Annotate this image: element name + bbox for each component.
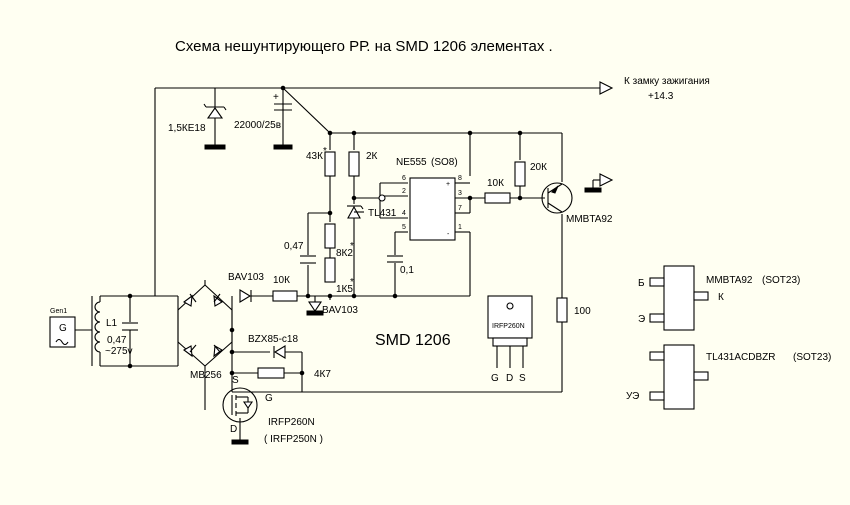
r43k-star: *	[323, 146, 327, 157]
voltage-label: +14.3	[648, 91, 674, 102]
gen-label: Gen1	[50, 308, 67, 315]
pkg-pin-s: S	[519, 373, 526, 384]
mosfet-irfp260n	[222, 387, 262, 445]
capacitor-047	[300, 255, 316, 264]
r1k5-star: *	[350, 277, 354, 288]
resistor-20k	[514, 161, 526, 187]
bzx-label: BZX85-c18	[248, 334, 298, 345]
sot-mmbta-label: MMBTA92	[706, 275, 753, 286]
resistor-10k-mid	[272, 290, 298, 302]
sot23-tl431	[649, 344, 709, 410]
capacitor-22000uf	[273, 103, 293, 150]
l1-label: L1	[106, 318, 118, 329]
fet-d: D	[230, 424, 237, 435]
tl431-label: TL431	[368, 208, 397, 219]
ne555-plus: +	[446, 181, 450, 188]
ne555-minus: -	[447, 231, 450, 238]
irfp-pkg-label: IRFP260N	[492, 323, 525, 330]
diode-bav103-b	[306, 301, 324, 316]
ne555-pin4: 4	[402, 210, 406, 217]
resistor-4k7	[257, 367, 285, 379]
gen-symbol: G	[59, 323, 67, 334]
resistor-8k2	[324, 223, 336, 249]
r10k-top-label: 10К	[487, 178, 504, 189]
cap-plus: +	[273, 92, 279, 103]
r4k7-label: 4К7	[314, 369, 331, 380]
r43k-label: 43К	[306, 151, 323, 162]
wires	[100, 87, 600, 440]
diode-bav103-a	[239, 289, 252, 303]
sot-pkg1-label: (SOT23)	[762, 275, 800, 286]
output-flag-icon	[584, 173, 614, 193]
resistor-1k5	[324, 257, 336, 283]
smd-label: SMD 1206	[375, 332, 451, 349]
ground-icon	[204, 144, 226, 150]
r10k-mid-label: 10К	[273, 275, 290, 286]
r2k-label: 2К	[366, 151, 378, 162]
irfp260n-package	[487, 295, 533, 368]
irfp250-label: ( IRFP250N )	[264, 434, 323, 445]
ne555-pin1: 1	[458, 224, 462, 231]
c047-label: 0,47	[284, 241, 304, 252]
sot-ue: УЭ	[626, 391, 639, 402]
ne555-pin2: 2	[402, 188, 406, 195]
zener-label: 1,5КЕ18	[168, 123, 206, 134]
r8k2-star: *	[350, 241, 354, 252]
fet-s: S	[232, 375, 239, 386]
ignition-label: К замку зажигания	[624, 76, 710, 87]
sot-k: К	[718, 292, 724, 303]
ignition-arrow-icon	[599, 81, 614, 95]
sot-b: Б	[638, 278, 645, 289]
capacitor-x2	[122, 322, 138, 331]
zener-bzx85	[273, 345, 286, 359]
pkg-pin-d: D	[506, 373, 513, 384]
irfp260-label: IRFP260N	[268, 417, 315, 428]
r1k5-label: 1К5	[336, 284, 353, 295]
resistor-100	[556, 297, 568, 323]
ne555-pin7: 7	[458, 205, 462, 212]
bav103b-label: BAV103	[322, 305, 358, 316]
r20k-label: 20К	[530, 162, 547, 173]
r8k2-label: 8К2	[336, 248, 353, 259]
cgen-rating: ~275v	[105, 346, 133, 357]
capacitor-label: 22000/25в	[234, 120, 281, 131]
pkg-pin-g: G	[491, 373, 499, 384]
sot-pkg2-label: (SOT23)	[793, 352, 831, 363]
ne555-label: NE555	[396, 157, 427, 168]
ne555-pin3: 3	[458, 190, 462, 197]
inductor-l1	[94, 296, 101, 366]
ne555-chip	[378, 177, 456, 241]
r100-label: 100	[574, 306, 591, 317]
bav103a-label: BAV103	[228, 272, 264, 283]
tl431-symbol	[347, 205, 364, 219]
mb256-label: MB256	[190, 370, 222, 381]
resistor-43k	[324, 151, 336, 177]
c01-label: 0,1	[400, 265, 414, 276]
cgen-value: 0,47	[107, 335, 127, 346]
resistor-2k	[348, 151, 360, 177]
bridge-mb256	[177, 280, 233, 367]
zener-1-5ke18	[203, 103, 227, 150]
mmbta92-label: MMBTA92	[566, 214, 613, 225]
junction-dots	[127, 85, 523, 376]
resistor-10k-base	[484, 192, 511, 204]
sot-e: Э	[638, 314, 645, 325]
capacitor-01	[387, 255, 403, 263]
sot23-mmbta92	[649, 265, 709, 331]
fet-g: G	[265, 393, 273, 404]
ne555-pin6: 6	[402, 175, 406, 182]
generator	[49, 296, 93, 366]
ne555-pin8: 8	[458, 175, 462, 182]
transistor-mmbta92	[541, 182, 573, 214]
sot-tl-label: TL431ACDBZR	[706, 352, 775, 363]
schematic-title: Схема нешунтирующего РР. на SMD 1206 эле…	[175, 38, 553, 55]
ne555-pkg: (SO8)	[431, 157, 458, 168]
ground-icon	[273, 144, 293, 150]
ne555-pin5: 5	[402, 224, 406, 231]
